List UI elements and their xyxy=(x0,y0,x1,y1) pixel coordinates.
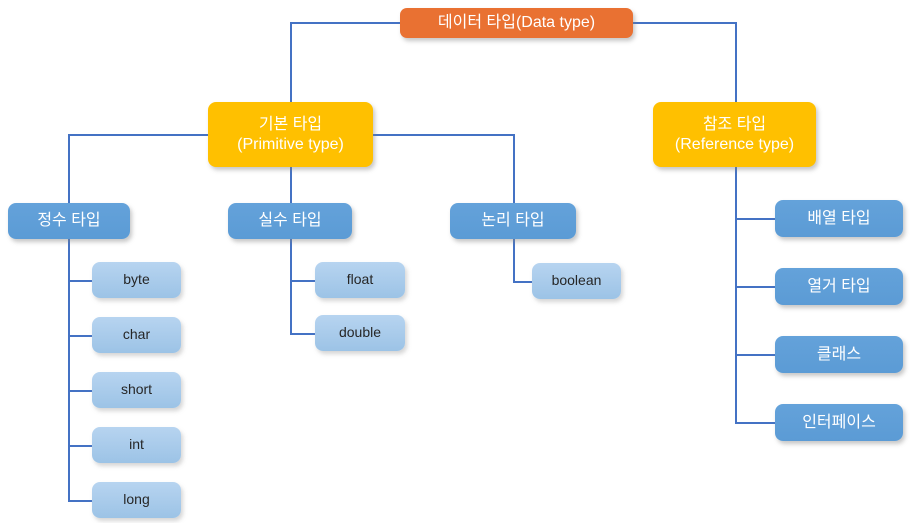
node-short: short xyxy=(92,372,181,408)
connector-line xyxy=(68,134,208,136)
node-byte-label: byte xyxy=(123,271,150,288)
connector-line xyxy=(290,22,292,102)
node-data-type: 데이터 타입(Data type) xyxy=(400,8,633,38)
node-array-type: 배열 타입 xyxy=(775,200,903,237)
connector-line xyxy=(633,22,735,24)
node-long-label: long xyxy=(123,491,150,508)
connector-line xyxy=(290,280,315,282)
node-char-label: char xyxy=(122,326,151,343)
connector-line xyxy=(513,134,515,203)
node-data-type-label: 데이터 타입(Data type) xyxy=(437,14,596,31)
node-char: char xyxy=(92,317,181,353)
node-boolean-label: boolean xyxy=(551,272,602,289)
node-int: int xyxy=(92,427,181,463)
connector-line xyxy=(68,335,92,337)
connector-line xyxy=(735,286,775,288)
connector-line xyxy=(68,134,70,203)
connector-line xyxy=(735,167,737,422)
connector-line xyxy=(290,22,400,24)
connector-line xyxy=(735,422,775,424)
node-reference-type: 참조 타입 (Reference type) xyxy=(653,102,816,167)
connector-line xyxy=(68,390,92,392)
connector-line xyxy=(68,500,92,502)
connector-line xyxy=(68,445,92,447)
node-integer-type-label: 정수 타입 xyxy=(37,212,101,229)
node-logic-type: 논리 타입 xyxy=(450,203,576,239)
connector-line xyxy=(290,167,292,203)
node-double-label: double xyxy=(338,324,382,341)
connector-line xyxy=(68,239,70,500)
connector-line xyxy=(513,281,532,283)
node-enum-type: 열거 타입 xyxy=(775,268,903,305)
connector-line xyxy=(290,239,292,333)
node-float: float xyxy=(315,262,405,298)
node-array-type-label: 배열 타입 xyxy=(807,209,871,227)
node-long: long xyxy=(92,482,181,518)
node-byte: byte xyxy=(92,262,181,298)
node-class-label: 클래스 xyxy=(816,345,862,363)
node-real-type-label: 실수 타입 xyxy=(258,212,322,229)
node-enum-type-label: 열거 타입 xyxy=(807,277,871,295)
node-primitive-type: 기본 타입 (Primitive type) xyxy=(208,102,373,167)
connector-line xyxy=(735,354,775,356)
node-boolean: boolean xyxy=(532,263,621,299)
node-double: double xyxy=(315,315,405,351)
connector-line xyxy=(68,280,92,282)
node-reference-type-label-en: (Reference type) xyxy=(674,135,795,153)
connector-line xyxy=(373,134,513,136)
node-int-label: int xyxy=(129,436,144,453)
connector-line xyxy=(735,22,737,102)
node-logic-type-label: 논리 타입 xyxy=(481,212,545,229)
node-class: 클래스 xyxy=(775,336,903,373)
connector-line xyxy=(290,333,315,335)
node-primitive-type-label-ko: 기본 타입 xyxy=(258,115,323,133)
connector-line xyxy=(513,239,515,282)
node-interface-label: 인터페이스 xyxy=(802,413,876,431)
connector-line xyxy=(735,218,775,220)
node-reference-type-label-ko: 참조 타입 xyxy=(702,115,767,133)
node-interface: 인터페이스 xyxy=(775,404,903,441)
node-real-type: 실수 타입 xyxy=(228,203,352,239)
node-primitive-type-label-en: (Primitive type) xyxy=(237,135,344,153)
node-short-label: short xyxy=(120,381,153,398)
node-float-label: float xyxy=(346,271,374,288)
node-integer-type: 정수 타입 xyxy=(8,203,130,239)
